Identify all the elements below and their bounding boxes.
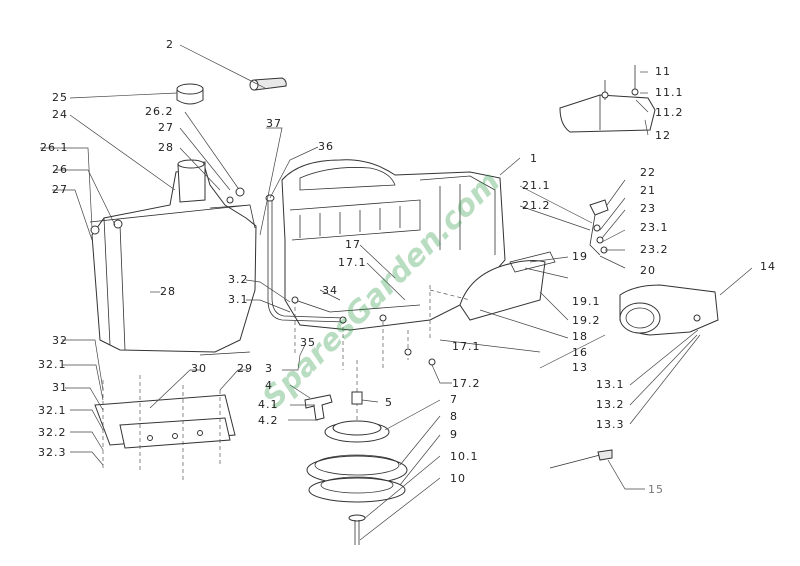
label-23-2: 23.2 <box>640 243 669 256</box>
part-12-guard <box>559 65 656 133</box>
label-31: 31 <box>52 381 68 394</box>
part-1-engine <box>281 159 506 331</box>
label-23: 23 <box>640 202 656 215</box>
label-2: 2 <box>166 38 174 51</box>
label-3: 3 <box>265 362 273 375</box>
label-17-1-top: 17.1 <box>338 256 367 269</box>
part-14-belt-cover <box>619 284 719 336</box>
label-7: 7 <box>450 393 458 406</box>
label-20: 20 <box>640 264 656 277</box>
label-23-1: 23.1 <box>640 221 669 234</box>
label-16: 16 <box>572 346 588 359</box>
label-19: 19 <box>572 250 588 263</box>
part-5-10-blade-assembly <box>306 360 408 545</box>
part-4-link <box>304 394 333 421</box>
label-4-2: 4.2 <box>258 414 279 427</box>
label-11-2: 11.2 <box>655 106 684 119</box>
label-28-tank: 28 <box>160 285 176 298</box>
label-14: 14 <box>760 260 776 273</box>
label-21-2: 21.2 <box>522 199 551 212</box>
label-15: 15 <box>648 483 664 496</box>
label-18: 18 <box>572 330 588 343</box>
label-27-left: 27 <box>52 183 68 196</box>
part-28-fuel-tank <box>89 159 257 353</box>
label-12: 12 <box>655 129 671 142</box>
label-22: 22 <box>640 166 656 179</box>
label-17: 17 <box>345 238 361 251</box>
label-10: 10 <box>450 472 466 485</box>
label-21-1: 21.1 <box>522 179 551 192</box>
label-11-1: 11.1 <box>655 86 684 99</box>
label-32-1-mid: 32.1 <box>38 404 67 417</box>
label-28-top: 28 <box>158 141 174 154</box>
label-32-3: 32.3 <box>38 446 67 459</box>
label-36: 36 <box>318 140 334 153</box>
label-11: 11 <box>655 65 671 78</box>
label-34: 34 <box>322 284 338 297</box>
label-32: 32 <box>52 334 68 347</box>
engine-fasteners <box>291 285 436 370</box>
part-2-grip <box>249 77 287 91</box>
part-15-rod <box>549 449 613 469</box>
leader-lines <box>40 44 753 541</box>
label-24: 24 <box>52 108 68 121</box>
label-26: 26 <box>52 163 68 176</box>
label-4-1: 4.1 <box>258 398 279 411</box>
label-35: 35 <box>300 336 316 349</box>
label-13-2: 13.2 <box>596 398 625 411</box>
label-5: 5 <box>385 396 393 409</box>
label-13-3: 13.3 <box>596 418 625 431</box>
part-25-cap <box>176 83 204 105</box>
label-32-1-top: 32.1 <box>38 358 67 371</box>
label-4: 4 <box>265 379 273 392</box>
part-20-23-control-bracket <box>589 199 609 256</box>
part-labels: 2 25 26.2 24 27 37 36 26.1 28 1 26 22 21… <box>38 38 776 496</box>
label-1: 1 <box>530 152 538 165</box>
label-17-2: 17.2 <box>452 377 481 390</box>
label-21: 21 <box>640 184 656 197</box>
label-3-1: 3.1 <box>228 293 249 306</box>
part-19-deflector <box>429 251 556 321</box>
label-9: 9 <box>450 428 458 441</box>
part-29-32-bracket <box>94 351 251 480</box>
label-32-2: 32.2 <box>38 426 67 439</box>
label-8: 8 <box>450 410 458 423</box>
label-13: 13 <box>572 361 588 374</box>
label-13-1: 13.1 <box>596 378 625 391</box>
label-25: 25 <box>52 91 68 104</box>
label-27-top: 27 <box>158 121 174 134</box>
label-30: 30 <box>191 362 207 375</box>
label-10-1: 10.1 <box>450 450 479 463</box>
label-26-2: 26.2 <box>145 105 174 118</box>
label-37: 37 <box>266 117 282 130</box>
label-26-1: 26.1 <box>40 141 69 154</box>
label-17-1-bottom: 17.1 <box>452 340 481 353</box>
label-29: 29 <box>237 362 253 375</box>
label-19-1: 19.1 <box>572 295 601 308</box>
label-19-2: 19.2 <box>572 314 601 327</box>
label-3-2: 3.2 <box>228 273 249 286</box>
